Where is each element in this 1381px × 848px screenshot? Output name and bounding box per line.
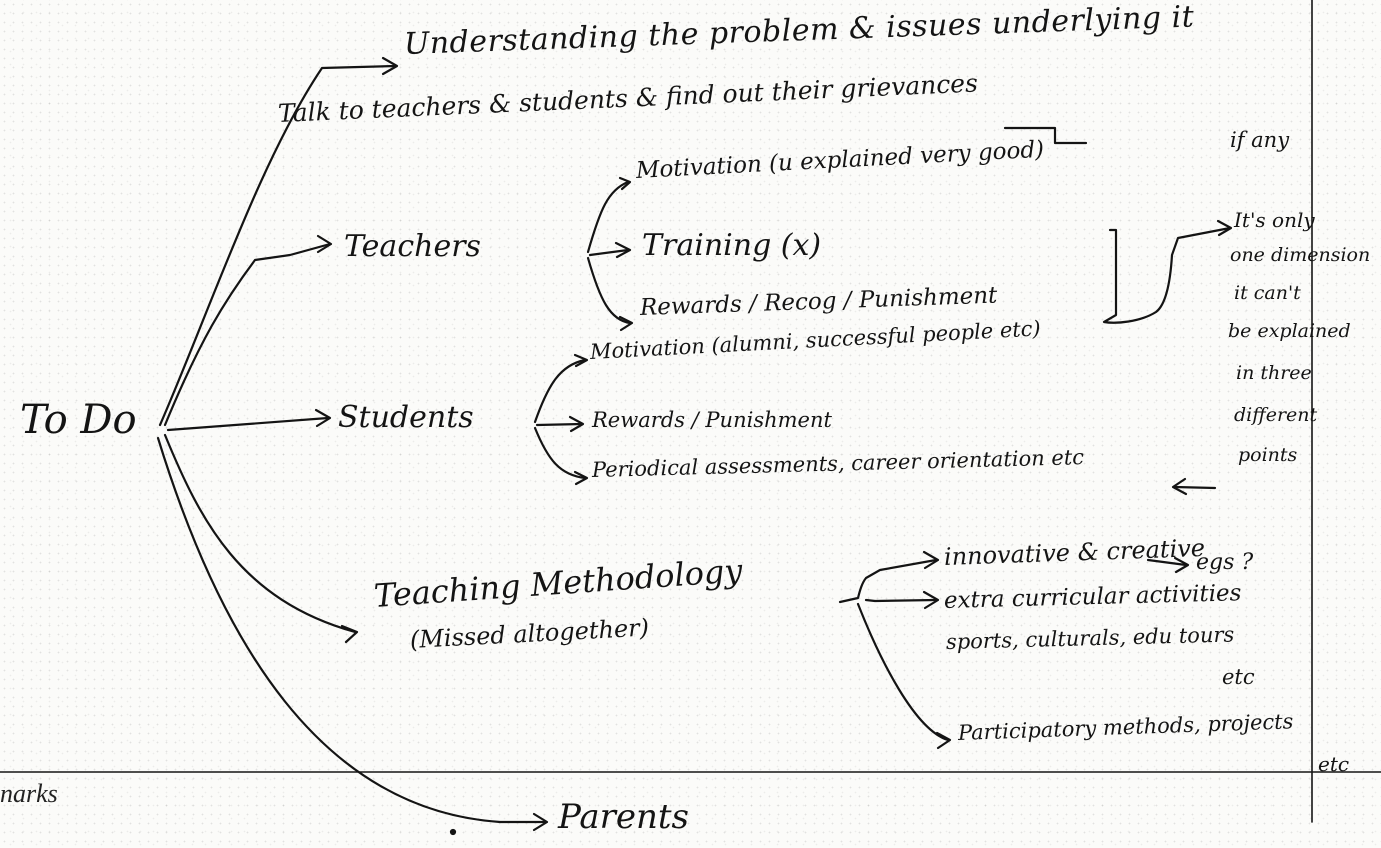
margin-comment-line-5: in three bbox=[1236, 362, 1312, 384]
methodology-fork bbox=[838, 558, 938, 604]
branch-arrow-students bbox=[166, 416, 330, 432]
margin-comment-line-3: it can't bbox=[1234, 282, 1301, 304]
teachers-label: Teachers bbox=[344, 229, 481, 264]
comment-arrow bbox=[1173, 485, 1217, 490]
margin-comment-line-4: be explained bbox=[1228, 320, 1351, 342]
methodology-side-egs: egs ? bbox=[1196, 550, 1254, 575]
remarks-label: narks bbox=[0, 779, 58, 808]
branch-arrow-methodology bbox=[163, 433, 357, 634]
margin-comment-line-1: It's only bbox=[1234, 208, 1315, 232]
students-item-rewards: Rewards / Punishment bbox=[592, 408, 832, 432]
teachers-brace bbox=[1102, 226, 1232, 324]
teachers-item-training: Training (x) bbox=[642, 228, 822, 263]
center-node-to-do: To Do bbox=[20, 397, 137, 443]
methodology-item-etc-1: etc bbox=[1222, 665, 1255, 689]
understanding-line-2-end: if any bbox=[1230, 128, 1290, 152]
students-fork bbox=[533, 358, 587, 424]
teachers-fork bbox=[586, 180, 630, 254]
branch-arrow-parents bbox=[156, 436, 547, 824]
students-label: Students bbox=[338, 400, 474, 435]
margin-comment-line-7: points bbox=[1238, 444, 1298, 466]
margin-comment-line-6: different bbox=[1234, 404, 1318, 426]
branch-arrow-understanding bbox=[158, 64, 397, 427]
methodology-item-etc-2: etc bbox=[1318, 752, 1350, 776]
margin-comment-line-2: one dimension bbox=[1230, 244, 1371, 266]
branch-arrow-teachers bbox=[163, 242, 332, 427]
parents-label: Parents bbox=[558, 797, 690, 837]
